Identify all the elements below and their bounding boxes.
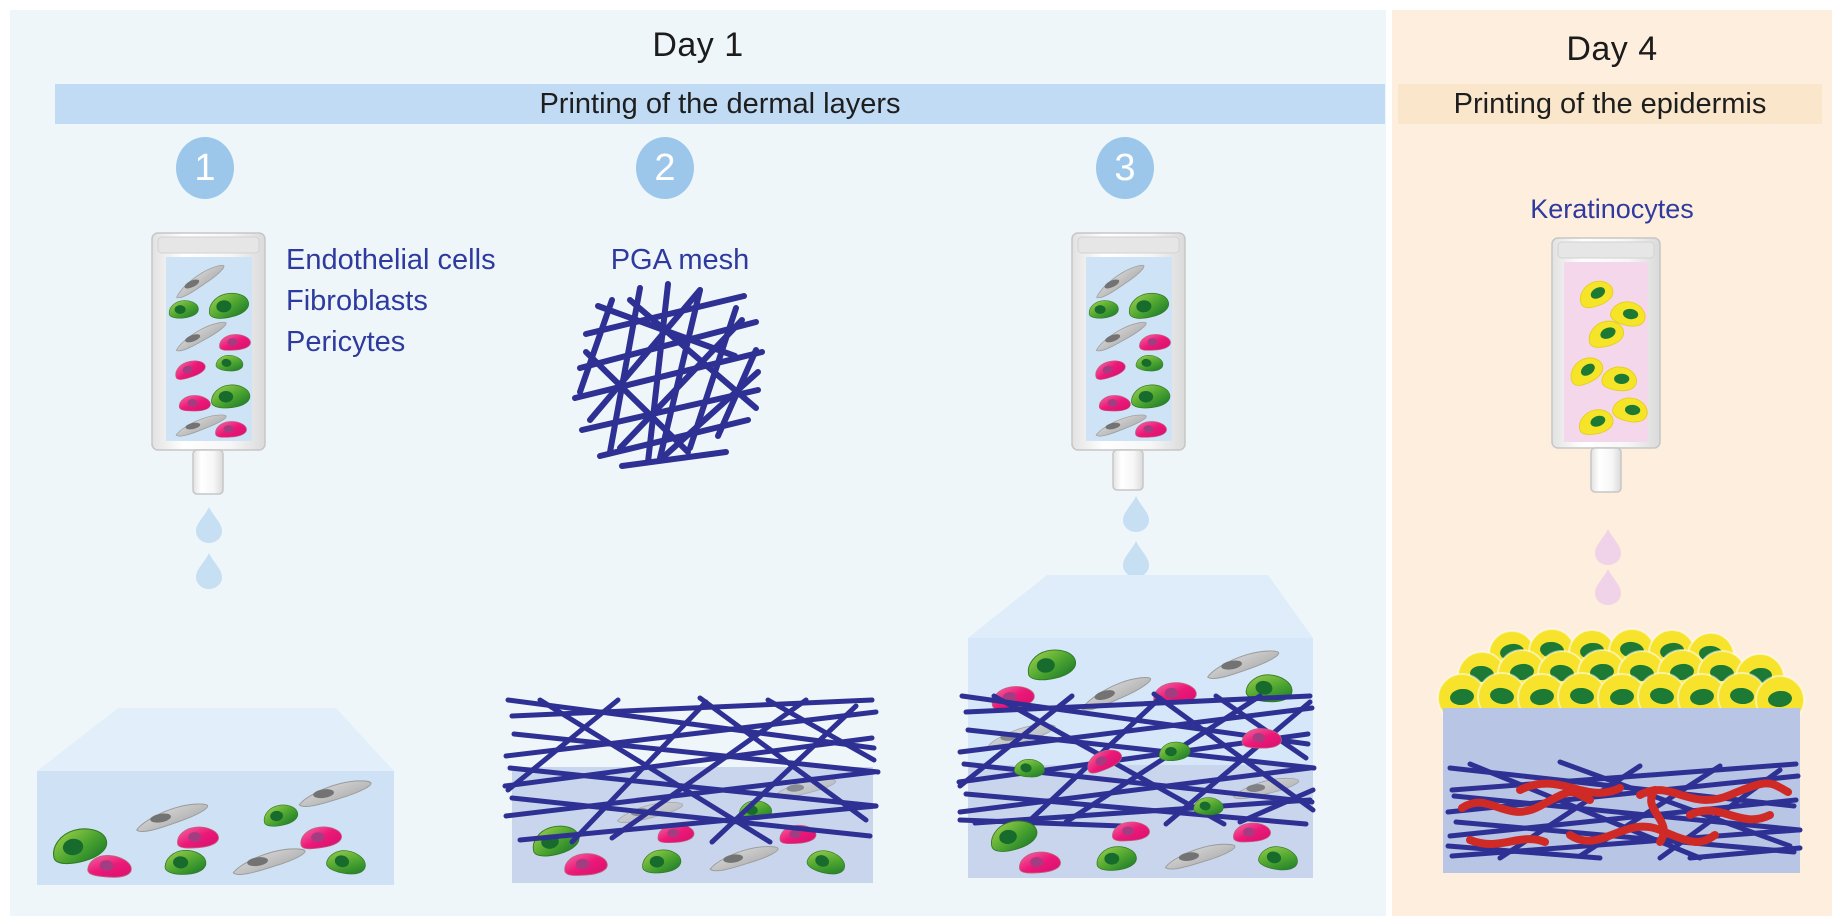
pga-mesh-label: PGA mesh bbox=[610, 244, 750, 276]
keratinocytes-label: Keratinocytes bbox=[1530, 194, 1694, 224]
keratinocyte-layer bbox=[1437, 628, 1805, 725]
day4-banner: Printing of the epidermis bbox=[1398, 84, 1822, 124]
label-fibroblasts: Fibroblasts bbox=[286, 285, 428, 317]
droplets-day4 bbox=[1595, 529, 1621, 605]
droplets-step1 bbox=[196, 507, 222, 589]
day1-title: Day 1 bbox=[652, 26, 744, 64]
step1-badge: 1 bbox=[176, 137, 234, 199]
syringe-dermal-ink-3 bbox=[1071, 232, 1186, 491]
skin-block-day4 bbox=[1437, 628, 1805, 873]
gel-block-2 bbox=[502, 695, 881, 883]
droplets-step3 bbox=[1123, 496, 1149, 577]
bioink-cell-type-labels: Endothelial cells Fibroblasts Pericytes bbox=[286, 240, 496, 363]
label-pericytes: Pericytes bbox=[286, 326, 406, 358]
gel-block-1 bbox=[37, 708, 394, 885]
step2-badge: 2 bbox=[636, 137, 694, 199]
label-endothelial-cells: Endothelial cells bbox=[286, 244, 496, 276]
gel-block-2-mesh bbox=[502, 695, 881, 845]
syringe-keratinocytes bbox=[1551, 237, 1661, 493]
day1-banner: Printing of the dermal layers bbox=[55, 84, 1385, 124]
gel-block-3 bbox=[956, 575, 1317, 878]
day4-vascular-fibers bbox=[1458, 779, 1792, 848]
day4-title: Day 4 bbox=[1566, 30, 1658, 68]
pga-mesh-ball bbox=[572, 281, 765, 469]
step3-badge: 3 bbox=[1096, 137, 1154, 199]
syringe-dermal-ink-1 bbox=[151, 232, 266, 495]
